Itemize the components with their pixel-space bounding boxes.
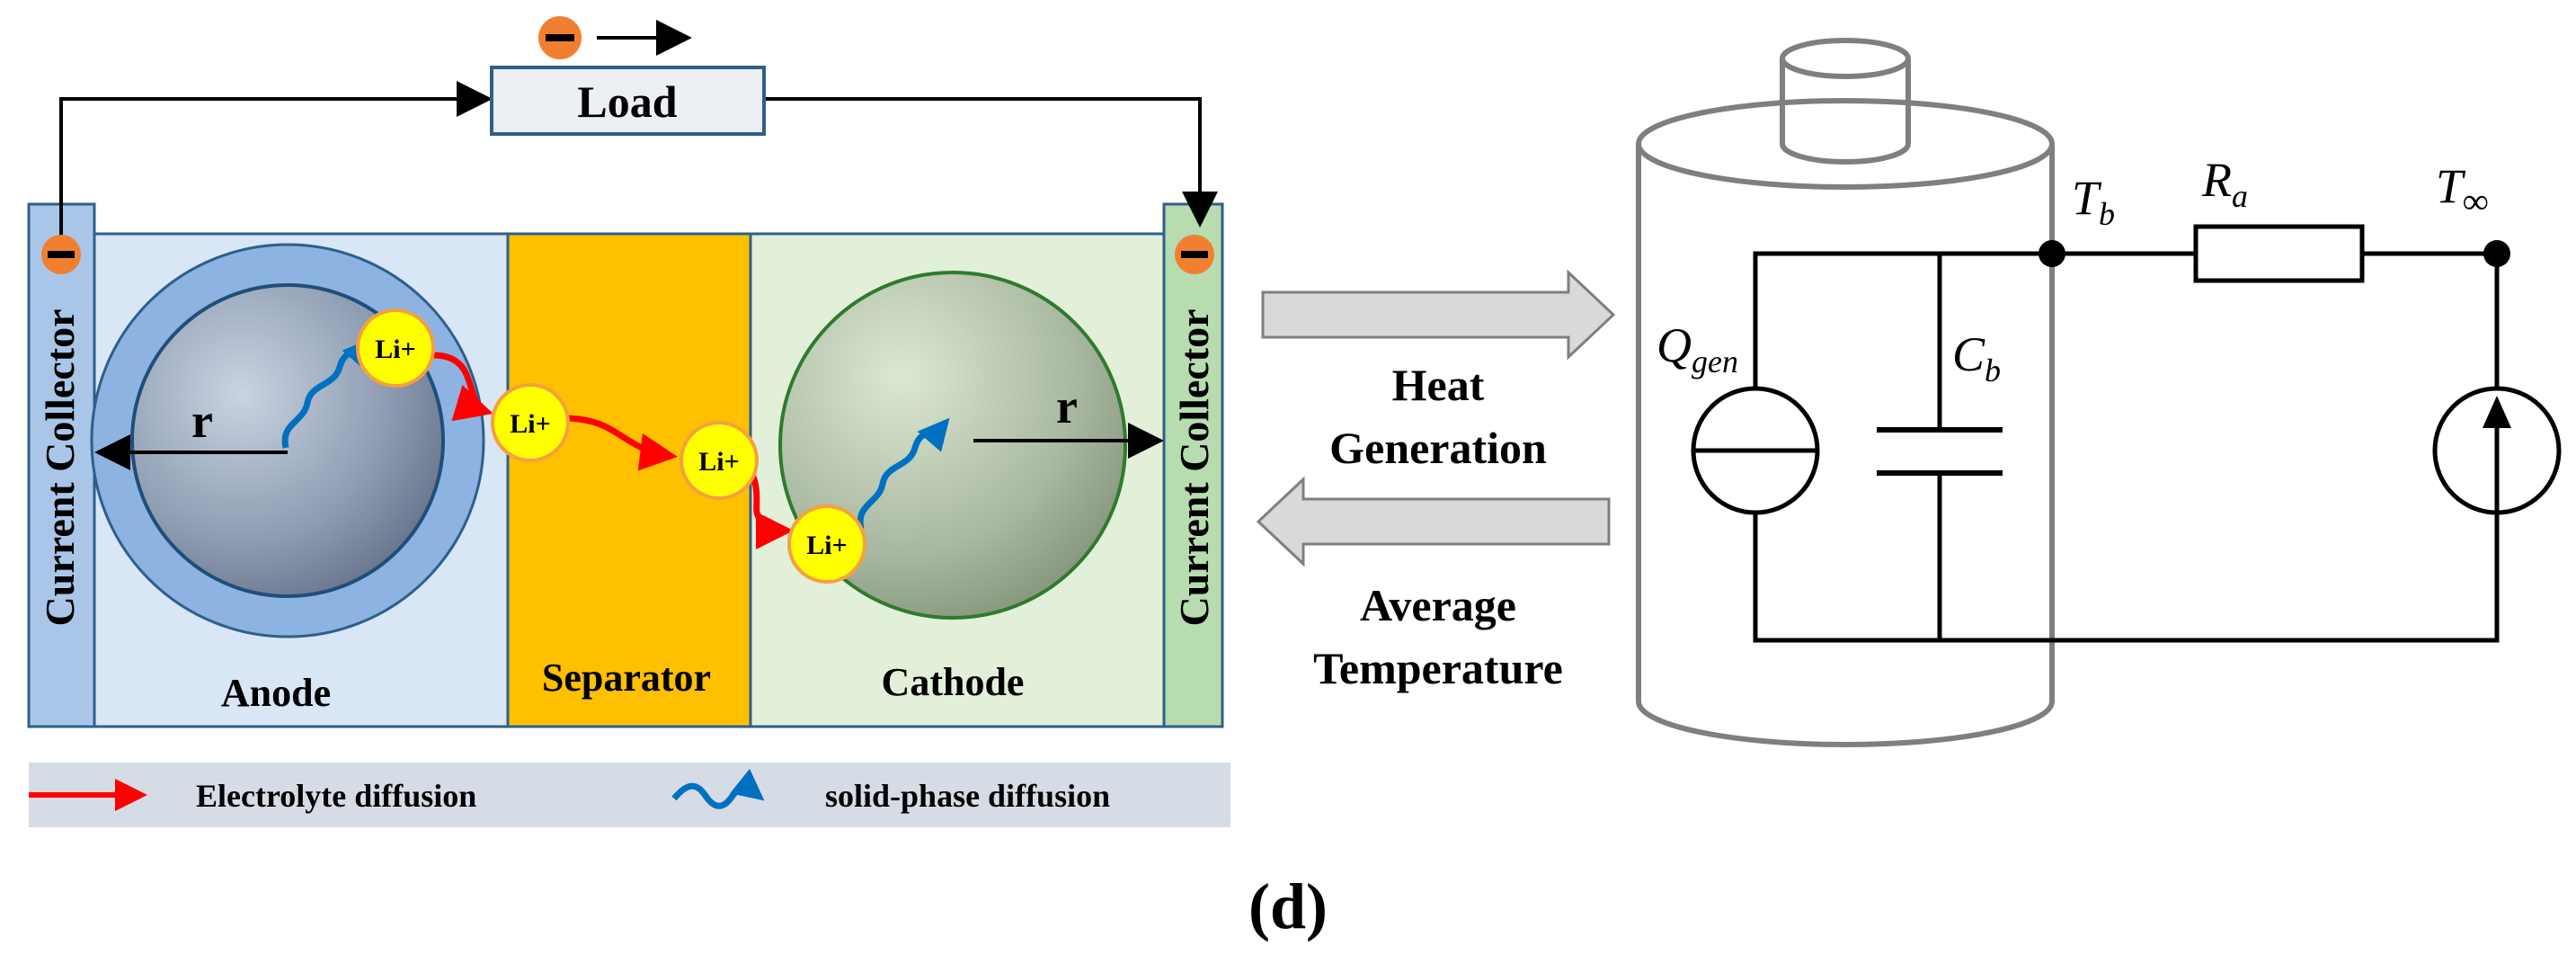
electron-left bbox=[41, 235, 81, 274]
cathode-particle bbox=[778, 271, 1127, 620]
avg-label-line1: Average bbox=[1360, 580, 1516, 630]
wire-right bbox=[764, 97, 1218, 228]
heat-label-line2: Generation bbox=[1329, 423, 1547, 473]
cylinder-cell bbox=[1636, 38, 2055, 747]
battery-cell: Current Collector Current Collector r r … bbox=[27, 16, 1224, 728]
collector-right-label: Current Collector bbox=[1171, 309, 1217, 627]
ion-1: Li+ bbox=[356, 308, 435, 388]
cathode-label: Cathode bbox=[882, 660, 1025, 704]
cathode-radius-label: r bbox=[1056, 379, 1078, 433]
electrolyte-arrow-1 bbox=[432, 352, 493, 422]
avg-label-line2: Temperature bbox=[1313, 643, 1563, 693]
anode-label: Anode bbox=[221, 671, 331, 715]
node-tb bbox=[2039, 240, 2065, 267]
anode-radius-label: r bbox=[191, 394, 213, 448]
svg-text:Li+: Li+ bbox=[806, 531, 847, 560]
heat-source-qgen bbox=[1691, 386, 1820, 515]
cb-label: Cb bbox=[1952, 327, 2001, 388]
legend-solid-arrow bbox=[671, 768, 765, 809]
wire-left bbox=[59, 81, 493, 256]
ion-3: Li+ bbox=[680, 421, 759, 500]
svg-text:Li+: Li+ bbox=[510, 409, 550, 439]
electron-right bbox=[1175, 235, 1214, 274]
heat-label-line1: Heat bbox=[1392, 360, 1485, 410]
electrolyte-arrow-2 bbox=[563, 415, 678, 471]
collector-left-label: Current Collector bbox=[37, 309, 83, 627]
resistor-ra bbox=[2193, 224, 2365, 283]
heat-generation-arrow bbox=[1261, 269, 1616, 361]
qgen-label: Qgen bbox=[1657, 318, 1738, 379]
electron-top bbox=[538, 16, 582, 59]
ambient-source bbox=[2432, 386, 2562, 515]
current-collector-right bbox=[1162, 202, 1224, 728]
legend-solid-label: solid-phase diffusion bbox=[825, 778, 1110, 814]
tb-label: Tb bbox=[2072, 171, 2115, 232]
svg-text:Li+: Li+ bbox=[698, 447, 739, 477]
capacitor-cb bbox=[1877, 254, 2003, 640]
average-temperature-arrow bbox=[1256, 476, 1611, 567]
thermal-circuit: Qgen Cb Ra Tb T∞ bbox=[1657, 153, 2562, 643]
ra-label: Ra bbox=[2201, 153, 2248, 214]
solid-diffusion-anode bbox=[281, 336, 375, 449]
load-box bbox=[490, 66, 766, 136]
node-tinf bbox=[2483, 240, 2510, 267]
legend: Electrolyte diffusion solid-phase diffus… bbox=[29, 763, 1230, 827]
solid-diffusion-cathode bbox=[857, 417, 950, 530]
panel-label: (d) bbox=[1248, 870, 1328, 942]
load-label: Load bbox=[577, 76, 677, 127]
tinf-label: T∞ bbox=[2436, 159, 2489, 221]
ion-2: Li+ bbox=[491, 383, 570, 462]
svg-text:Li+: Li+ bbox=[375, 335, 415, 364]
ion-4: Li+ bbox=[787, 504, 866, 584]
legend-electrolyte-label: Electrolyte diffusion bbox=[196, 778, 476, 814]
separator-label: Separator bbox=[542, 656, 711, 700]
legend-box bbox=[29, 763, 1230, 827]
